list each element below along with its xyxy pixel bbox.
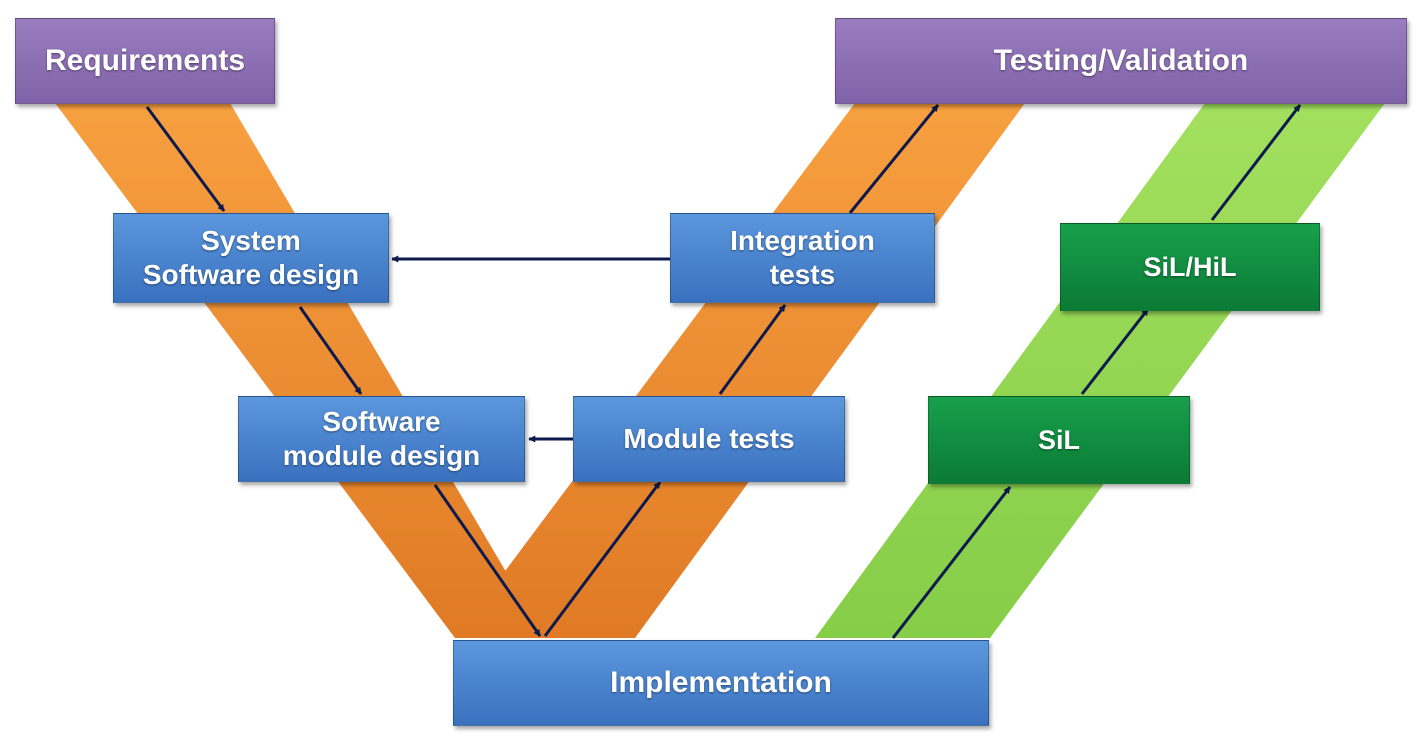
software-module-design-label: Software module design xyxy=(282,405,481,471)
arrow-module-design-to-implementation xyxy=(433,484,542,637)
module-tests-label: Module tests xyxy=(623,422,795,454)
system-software-design-label: System Software design xyxy=(142,224,360,290)
arrow-module-tests-to-integration-tests xyxy=(718,304,787,395)
software-module-design-box: Software module design xyxy=(238,396,525,482)
arrow-implementation-to-sil xyxy=(891,486,1012,639)
integration-tests-label: Integration tests xyxy=(730,224,875,290)
integration-tests-box: Integration tests xyxy=(670,213,935,303)
sil-box: SiL xyxy=(928,396,1190,484)
system-software-design-box: System Software design xyxy=(113,213,389,303)
arrow-sil-to-sil-hil xyxy=(1080,308,1150,395)
requirements-label: Requirements xyxy=(44,43,246,77)
testing-validation-box: Testing/Validation xyxy=(835,18,1407,104)
testing-validation-label: Testing/Validation xyxy=(993,43,1249,77)
arrow-sil-hil-to-testing-validation xyxy=(1210,104,1302,221)
arrow-integration-tests-to-testing-validation xyxy=(848,104,940,214)
sil-label: SiL xyxy=(1037,424,1080,455)
implementation-box: Implementation xyxy=(453,640,989,726)
arrow-requirements-to-system-design xyxy=(145,106,226,212)
implementation-label: Implementation xyxy=(610,665,832,699)
arrow-implementation-to-module-tests xyxy=(543,481,662,637)
sil-hil-box: SiL/HiL xyxy=(1060,223,1320,311)
module-tests-box: Module tests xyxy=(573,396,845,482)
sil-hil-label: SiL/HiL xyxy=(1143,251,1237,282)
arrow-system-design-to-module-design xyxy=(298,306,363,395)
left-development-band xyxy=(55,103,545,638)
requirements-box: Requirements xyxy=(15,18,275,104)
